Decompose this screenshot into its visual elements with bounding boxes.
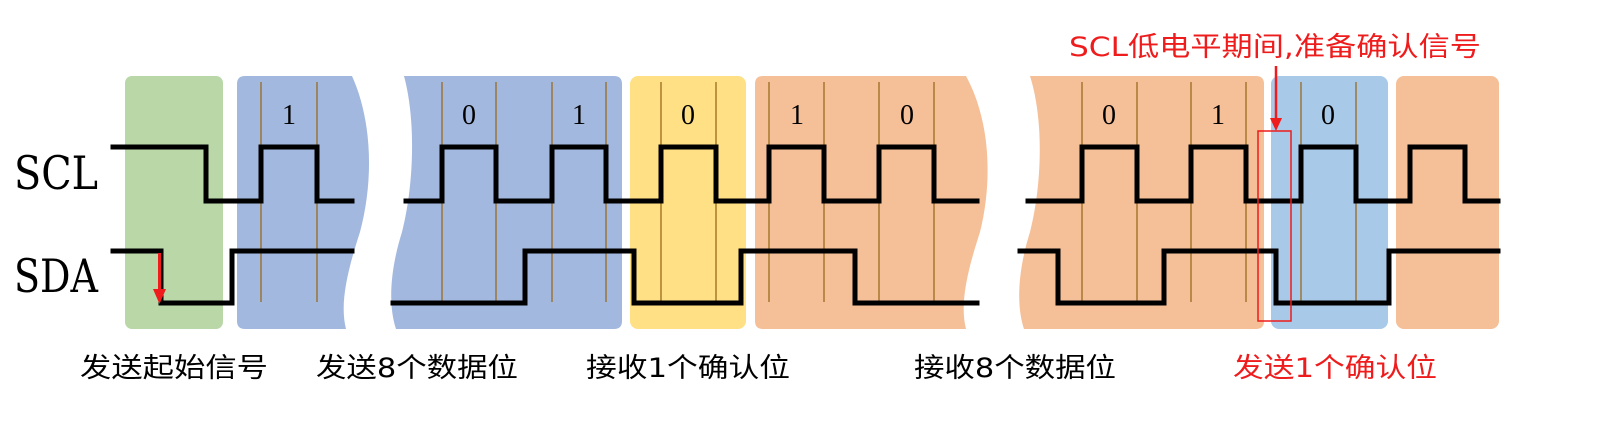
- bit-label: 0: [462, 100, 476, 131]
- scl-label: SCL: [14, 146, 98, 200]
- next-frame-region: [1396, 76, 1499, 329]
- caption-send-data: 发送8个数据位: [316, 353, 518, 384]
- bit-label: 1: [790, 100, 804, 131]
- ack-prep-annotation: SCL低电平期间,准备确认信号: [1069, 32, 1481, 63]
- sda-waveform-right: [1017, 248, 1501, 306]
- bit-label: 0: [900, 100, 914, 131]
- caption-start-signal: 发送起始信号: [80, 353, 268, 384]
- sda-waveform-middle: [390, 248, 980, 306]
- sda-waveform-left: [110, 248, 355, 306]
- bit-label: 1: [572, 100, 586, 131]
- caption-recv-data: 接收8个数据位: [914, 353, 1116, 384]
- caption-send-ack: 发送1个确认位: [1233, 353, 1437, 384]
- bit-label: 1: [282, 100, 296, 131]
- bit-label: 0: [1321, 100, 1335, 131]
- bit-label: 0: [681, 100, 695, 131]
- ack-prep-highlight-box: [1257, 130, 1292, 322]
- scl-waveform-right: [1025, 144, 1501, 204]
- send-data-region-left: [237, 76, 370, 329]
- bit-label: 1: [1211, 100, 1225, 131]
- recv-ack-region: [630, 76, 746, 329]
- scl-waveform-middle: [403, 144, 980, 204]
- scl-waveform-left: [110, 144, 355, 204]
- bit-label: 0: [1102, 100, 1116, 131]
- sda-label: SDA: [14, 249, 99, 303]
- start-region: [125, 76, 223, 329]
- caption-recv-ack: 接收1个确认位: [586, 353, 790, 384]
- start-arrow: [153, 253, 166, 304]
- annotation-pointer-arrow: [1270, 66, 1282, 131]
- send-ack-region: [1271, 76, 1388, 329]
